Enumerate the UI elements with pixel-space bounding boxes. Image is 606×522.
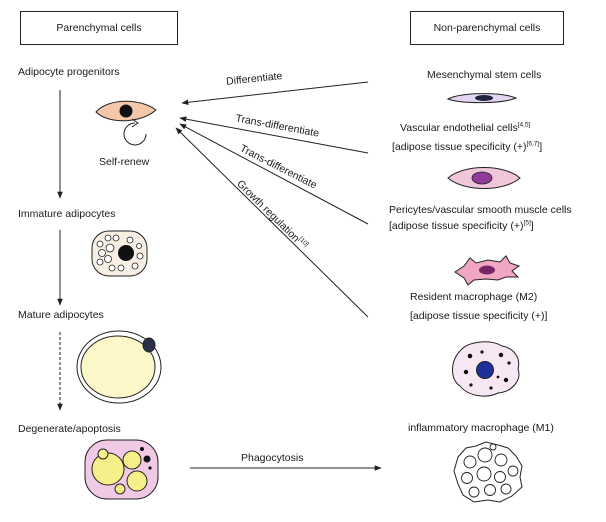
- arrow-growth-regulation: [175, 127, 369, 318]
- arrow-differentiate: [181, 81, 369, 106]
- endothelial-cells-ref: [4,5]: [517, 121, 531, 129]
- phagocytosis-label: Phagocytosis: [241, 452, 304, 464]
- resident-macrophage-icon: [452, 341, 520, 397]
- pericytes-specificity-text: [adipose tissue specificity (+): [389, 220, 524, 232]
- endothelial-specificity-ref: [6,7]: [526, 140, 540, 148]
- pericytes-specificity-label: [adipose tissue specificity (+)[5]]: [389, 220, 534, 233]
- endothelial-cells-text: Vascular endothelial cells: [400, 122, 518, 134]
- self-renew-label: Self-renew: [99, 156, 150, 168]
- non-parenchymal-header: Non-parenchymal cells: [410, 11, 564, 45]
- endothelial-specificity-close: ]: [539, 141, 543, 153]
- arrow-trans-differentiate-2: [179, 123, 369, 225]
- mature-adipocyte-icon: [76, 330, 162, 404]
- m2-specificity-label: [adipose tissue specificity (+)]: [410, 310, 548, 322]
- immature-adipocytes-label: Immature adipocytes: [18, 208, 116, 220]
- pericytes-label: Pericytes/vascular smooth muscle cells: [389, 204, 572, 216]
- progenitor-cell-icon: [95, 100, 157, 122]
- endothelial-cells-label: Vascular endothelial cells[4,5]: [400, 122, 530, 135]
- parenchymal-header-label: Parenchymal cells: [56, 22, 142, 34]
- inflammatory-macrophage-icon: [453, 441, 523, 503]
- degenerate-adipocyte-icon: [84, 439, 159, 500]
- mature-adipocytes-label: Mature adipocytes: [18, 309, 104, 321]
- inflammatory-macrophage-label: inflammatory macrophage (M1): [408, 422, 554, 434]
- arrow-trans-differentiate-1: [179, 116, 369, 154]
- endothelial-cell-icon: [447, 167, 521, 189]
- parenchymal-header: Parenchymal cells: [20, 11, 178, 45]
- pericytes-specificity-ref: [5]: [523, 219, 531, 227]
- pericyte-cell-icon: [454, 255, 521, 286]
- immature-adipocyte-icon: [91, 230, 148, 277]
- endothelial-specificity-text: [adipose tissue specificity (+): [392, 141, 527, 153]
- non-parenchymal-header-label: Non-parenchymal cells: [433, 22, 541, 34]
- resident-macrophage-label: Resident macrophage (M2): [410, 291, 538, 303]
- mesenchymal-stem-cells-label: Mesenchymal stem cells: [427, 69, 542, 81]
- endothelial-specificity-label: [adipose tissue specificity (+)[6,7]]: [392, 141, 542, 154]
- degenerate-apoptosis-label: Degenerate/apoptosis: [18, 423, 121, 435]
- adipocyte-progenitors-label: Adipocyte progenitors: [18, 66, 120, 78]
- pericytes-specificity-close: ]: [530, 220, 534, 232]
- self-renew-arrow-icon: [123, 118, 147, 146]
- mesenchymal-stem-cell-icon: [446, 93, 518, 104]
